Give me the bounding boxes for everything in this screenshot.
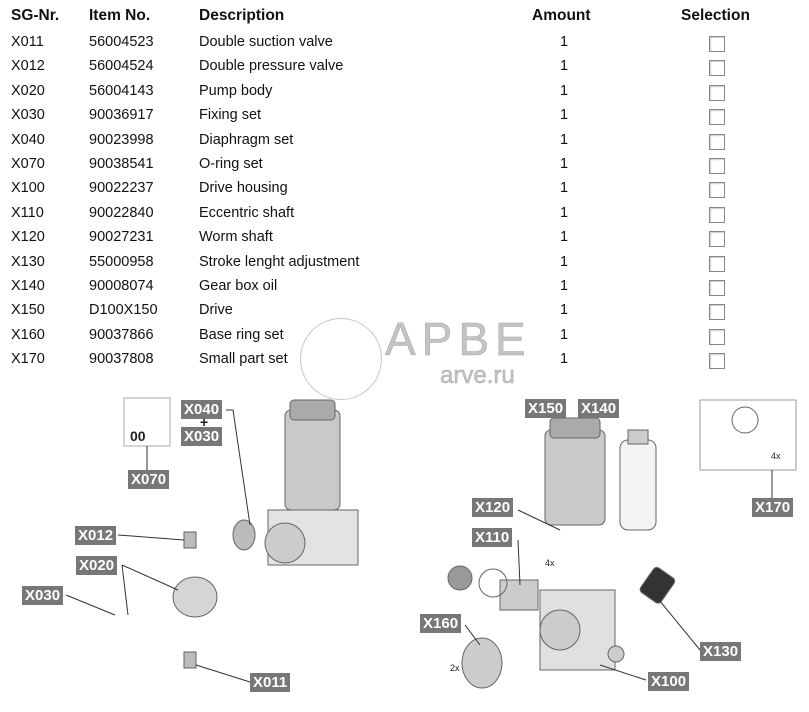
callout-x140: X140	[578, 399, 620, 418]
amount: 1	[560, 180, 569, 197]
item-number: 90027231	[89, 229, 154, 246]
sg-number: X150	[11, 302, 45, 319]
item-number: 90036917	[89, 107, 154, 124]
description: Double pressure valve	[199, 58, 344, 75]
amount: 1	[560, 58, 569, 75]
header-description: Description	[199, 7, 285, 24]
amount: 1	[560, 156, 569, 172]
item-number: 90037808	[89, 351, 154, 368]
header-sg-nr: SG-Nr.	[11, 7, 60, 24]
amount: 1	[560, 253, 569, 270]
selection-checkbox[interactable]	[709, 255, 725, 272]
description: Fixing set	[199, 107, 262, 124]
sg-number: X100	[11, 180, 45, 197]
sg-number: X070	[11, 156, 45, 172]
oring-count: 00	[130, 428, 146, 444]
description: Eccentric shaft	[199, 204, 295, 221]
qty-4x: 4x	[545, 558, 555, 568]
callout-x120: X120	[472, 498, 514, 517]
item-number: D100X150	[89, 302, 158, 319]
amount: 1	[560, 302, 569, 319]
description: Drive housing	[199, 180, 288, 197]
qty-4x-small-parts: 4x	[771, 451, 781, 461]
description: Small part set	[199, 351, 288, 368]
description: Drive	[199, 302, 233, 319]
callout-x150: X150	[525, 399, 567, 418]
item-number: 90022237	[89, 180, 154, 197]
amount: 1	[560, 351, 569, 368]
exploded-diagram	[65, 397, 797, 689]
amount: 1	[560, 278, 569, 294]
callout-plus: +	[200, 414, 209, 430]
selection-checkbox[interactable]	[709, 36, 725, 52]
item-number: 90037866	[89, 326, 154, 343]
amount: 1	[560, 34, 569, 50]
description: Pump body	[199, 82, 273, 99]
header-selection: Selection	[681, 7, 750, 24]
callout-x040: X040	[181, 400, 223, 419]
description: Worm shaft	[199, 229, 273, 246]
sg-number: X130	[11, 253, 45, 270]
selection-checkbox[interactable]	[709, 231, 725, 248]
header-amount: Amount	[532, 7, 591, 24]
amount: 1	[560, 326, 569, 343]
watermark-logo-icon	[300, 318, 382, 400]
description: O-ring set	[199, 156, 263, 172]
callout-x030-top: X030	[181, 427, 223, 446]
callout-x130: X130	[700, 642, 742, 661]
sg-number: X120	[11, 229, 45, 246]
sg-number: X170	[11, 351, 45, 368]
description: Stroke lenght adjustment	[199, 253, 360, 270]
item-number: 90022840	[89, 204, 154, 221]
amount: 1	[560, 204, 569, 221]
sg-number: X160	[11, 326, 45, 343]
sg-number: X030	[11, 107, 45, 124]
item-number: 56004143	[89, 82, 154, 99]
sg-number: X040	[11, 131, 45, 148]
description: Gear box oil	[199, 278, 278, 294]
sg-number: X020	[11, 82, 45, 99]
amount: 1	[560, 229, 569, 246]
selection-checkbox[interactable]	[709, 206, 725, 223]
sg-number: X011	[11, 34, 44, 50]
callout-x110: X110	[472, 528, 513, 547]
description: Diaphragm set	[199, 131, 294, 148]
item-number: 90023998	[89, 131, 154, 148]
selection-checkbox[interactable]	[709, 182, 725, 199]
callout-x011: X011	[250, 673, 291, 692]
selection-checkbox[interactable]	[709, 84, 725, 101]
qty-2x: 2x	[450, 663, 460, 673]
item-number: 90008074	[89, 278, 154, 294]
callout-x070: X070	[128, 470, 170, 489]
selection-checkbox[interactable]	[709, 353, 725, 370]
sg-number: X140	[11, 278, 45, 294]
callout-x012: X012	[75, 526, 117, 545]
selection-checkbox[interactable]	[709, 60, 725, 77]
header-item-no: Item No.	[89, 7, 151, 24]
sg-number: X110	[11, 204, 44, 221]
description: Base ring set	[199, 326, 284, 343]
amount: 1	[560, 82, 569, 99]
watermark-brand: АРВЕ	[385, 313, 532, 366]
amount: 1	[560, 131, 569, 148]
sg-number: X012	[11, 58, 45, 75]
selection-checkbox[interactable]	[709, 304, 725, 321]
selection-checkbox[interactable]	[709, 133, 725, 150]
callout-x170: X170	[752, 498, 794, 517]
watermark-site: arve.ru	[440, 362, 515, 390]
item-number: 55000958	[89, 253, 154, 270]
selection-checkbox[interactable]	[709, 328, 725, 345]
item-number: 90038541	[89, 156, 154, 172]
amount: 1	[560, 107, 569, 124]
callout-x020: X020	[76, 556, 118, 575]
callout-x160: X160	[420, 614, 462, 633]
item-number: 56004524	[89, 58, 154, 75]
callout-x030: X030	[22, 586, 64, 605]
item-number: 56004523	[89, 34, 154, 50]
description: Double suction valve	[199, 34, 333, 50]
selection-checkbox[interactable]	[709, 109, 725, 126]
selection-checkbox[interactable]	[709, 158, 725, 174]
callout-x100: X100	[648, 672, 690, 691]
selection-checkbox[interactable]	[709, 280, 725, 296]
